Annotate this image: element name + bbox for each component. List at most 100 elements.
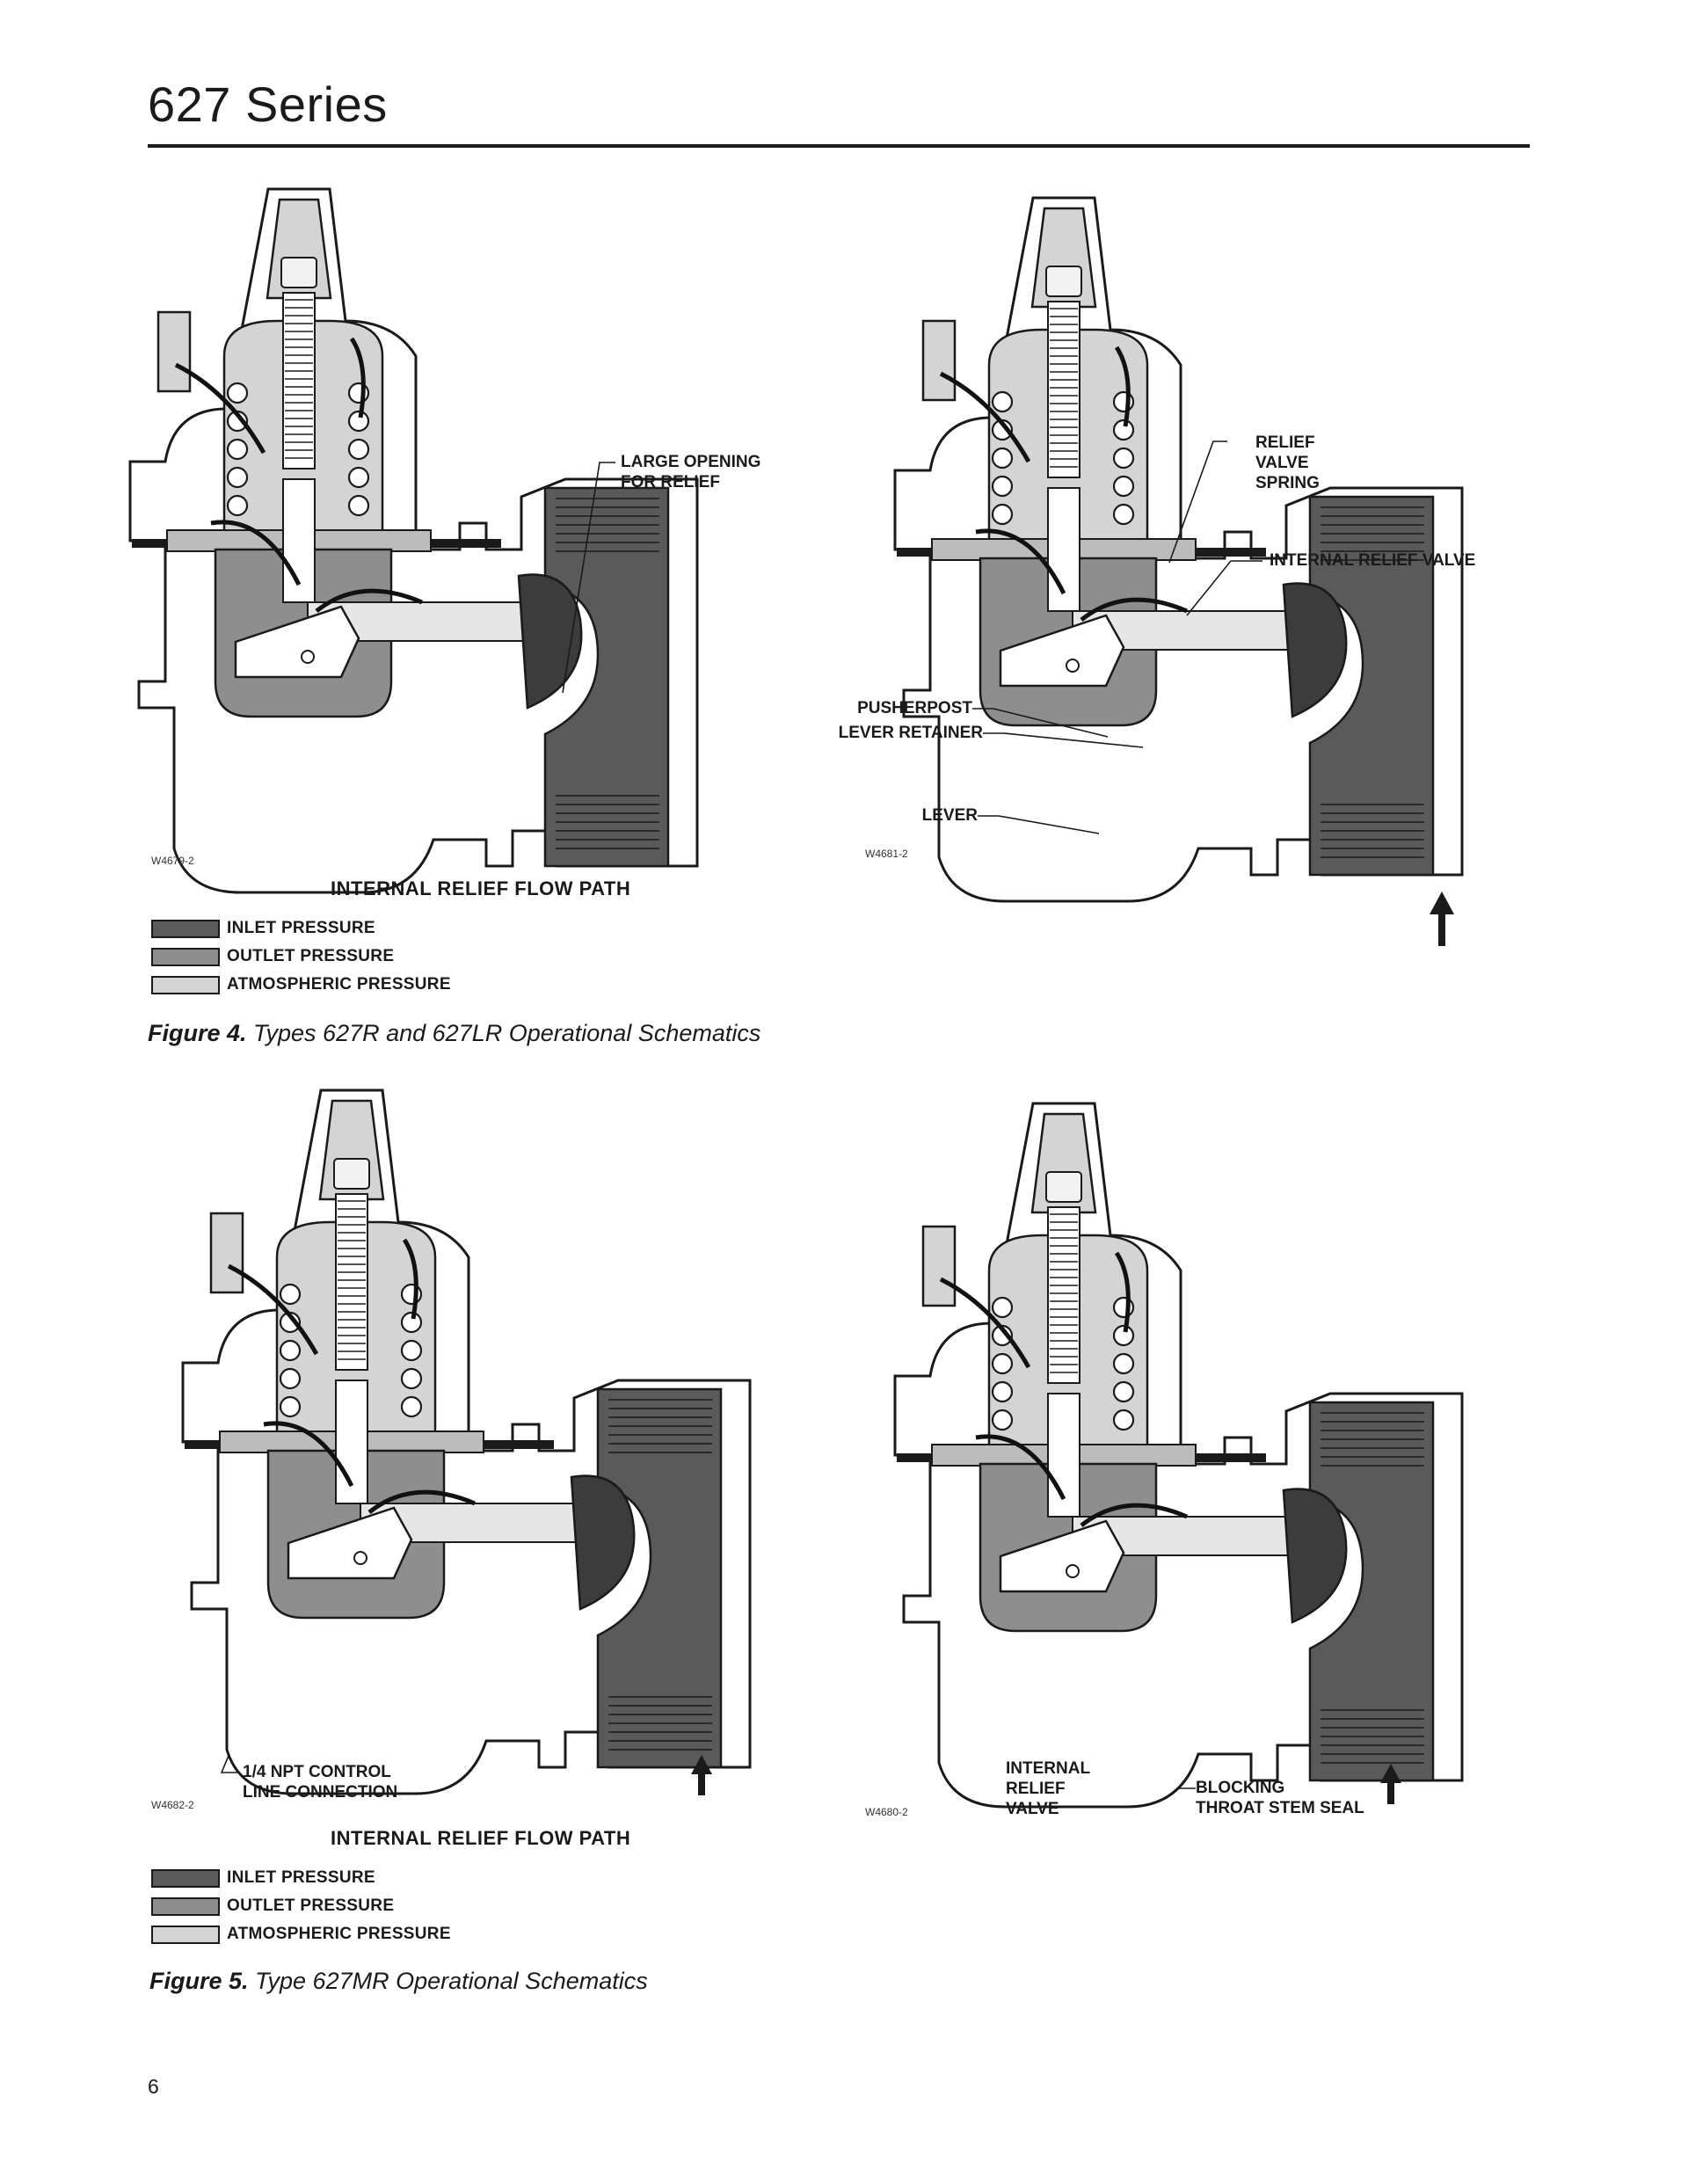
spring-coil — [347, 438, 370, 461]
legend-item-outlet: OUTLET PRESSURE — [151, 943, 451, 971]
flow-arrow — [227, 1263, 319, 1356]
flow-arrow — [367, 1489, 476, 1514]
figure-id: W4682-2 — [151, 1799, 194, 1811]
callout-internal-relief-valve: INTERNAL RELIEF VALVE — [1270, 551, 1476, 570]
adjusting-nut — [1045, 1171, 1082, 1203]
spring-coil — [279, 1367, 302, 1390]
valve-disk — [1282, 1488, 1348, 1624]
lever — [999, 614, 1125, 688]
pressure-legend: INLET PRESSURE OUTLET PRESSURE ATMOSPHER… — [151, 914, 451, 999]
spring-coil — [991, 447, 1014, 470]
lever-pin — [353, 1551, 367, 1565]
legend-item-outlet: OUTLET PRESSURE — [151, 1892, 451, 1920]
spring-coil — [1112, 419, 1135, 441]
spring-coil — [279, 1339, 302, 1362]
flow-arrow — [402, 1238, 418, 1320]
regulator-diagram-627lr — [893, 196, 1464, 903]
flow-arrow — [210, 520, 302, 586]
spring-coil — [279, 1395, 302, 1418]
spring-coil — [400, 1339, 423, 1362]
legend-label: INLET PRESSURE — [227, 1868, 375, 1887]
callout-lever: LEVER — [921, 806, 978, 825]
page-title: 627 Series — [148, 76, 388, 132]
callout-internal-relief-valve: INTERNAL RELIEF VALVE — [1006, 1759, 1091, 1818]
spring-coil — [1112, 503, 1135, 526]
valve-disk — [570, 1474, 636, 1611]
spring-coil — [279, 1283, 302, 1306]
figure-id: W4681-2 — [865, 848, 908, 860]
spring-coil — [1112, 475, 1135, 498]
caption-label: Figure 5. — [149, 1968, 249, 1994]
callout-blocking-seal: BLOCKING THROAT STEM SEAL — [1196, 1779, 1364, 1817]
legend-label: OUTLET PRESSURE — [227, 1896, 395, 1915]
lever-pin — [1066, 659, 1080, 673]
callout-control-line: 1/4 NPT CONTROL LINE CONNECTION — [243, 1763, 398, 1802]
legend-label: INLET PRESSURE — [227, 919, 375, 937]
spring-coil — [991, 503, 1014, 526]
figure-id: W4680-2 — [865, 1806, 908, 1818]
adjusting-screw — [1047, 1206, 1080, 1384]
spring-coil — [226, 382, 249, 404]
legend-item-inlet: INLET PRESSURE — [151, 1864, 451, 1892]
flow-arrow — [1114, 1251, 1131, 1333]
regulator-diagram-627mr-seal — [893, 1102, 1464, 1809]
callout-lever-retainer: LEVER RETAINER — [838, 724, 983, 742]
flow-arrow — [263, 1421, 354, 1488]
lever — [287, 1506, 413, 1580]
flow-arrow — [315, 588, 423, 613]
legend-item-inlet: INLET PRESSURE — [151, 914, 451, 943]
adjusting-screw — [335, 1193, 368, 1371]
inlet-flow-arrow — [1430, 892, 1454, 946]
flow-path-title: INTERNAL RELIEF FLOW PATH — [331, 1827, 631, 1849]
regulator-schematic — [893, 1102, 1464, 1809]
lever — [234, 605, 360, 679]
flow-path-title: INTERNAL RELIEF FLOW PATH — [331, 877, 631, 899]
spring-coil — [226, 466, 249, 489]
callout-relief-valve-spring: RELIEF VALVE SPRING — [1255, 433, 1320, 492]
caption-text: Type 627MR Operational Schematics — [248, 1968, 648, 1994]
vent-screen — [921, 1225, 957, 1307]
regulator-diagram-627mr-relief — [181, 1088, 752, 1795]
legend-swatch-outlet — [151, 1896, 220, 1916]
spring-coil — [991, 390, 1014, 413]
adjusting-nut — [280, 257, 317, 288]
inlet-flow-arrow — [1380, 1764, 1401, 1804]
spring-coil — [226, 494, 249, 517]
spring-coil — [1112, 1352, 1135, 1375]
flow-arrow — [975, 1434, 1066, 1501]
legend-swatch-inlet — [151, 919, 220, 938]
spring-coil — [1112, 1380, 1135, 1403]
flow-arrow — [1080, 1503, 1188, 1527]
pressure-legend: INLET PRESSURE OUTLET PRESSURE ATMOSPHER… — [151, 1864, 451, 1948]
legend-label: OUTLET PRESSURE — [227, 947, 395, 965]
title-rule — [148, 144, 1530, 148]
legend-label: ATMOSPHERIC PRESSURE — [227, 975, 451, 994]
regulator-schematic — [893, 196, 1464, 903]
spring-coil — [991, 1352, 1014, 1375]
valve-disk — [1282, 582, 1348, 718]
legend-item-atmospheric: ATMOSPHERIC PRESSURE — [151, 971, 451, 999]
legend-swatch-inlet — [151, 1868, 220, 1888]
spring-coil — [226, 438, 249, 461]
flow-arrow — [1114, 346, 1131, 427]
spring-coil — [347, 410, 370, 433]
vent-screen — [921, 319, 957, 402]
flow-arrow — [1080, 597, 1188, 622]
flow-arrow — [939, 1277, 1031, 1369]
spring-coil — [347, 494, 370, 517]
adjusting-nut — [1045, 266, 1082, 297]
regulator-schematic — [181, 1088, 752, 1795]
figure-caption: Figure 5. Type 627MR Operational Schemat… — [149, 1968, 648, 1995]
legend-label: ATMOSPHERIC PRESSURE — [227, 1925, 451, 1943]
spring-coil — [1112, 1409, 1135, 1431]
lever — [999, 1519, 1125, 1593]
legend-swatch-outlet — [151, 947, 220, 966]
legend-item-atmospheric: ATMOSPHERIC PRESSURE — [151, 1920, 451, 1948]
legend-swatch-atmospheric — [151, 975, 220, 994]
spring-coil — [991, 1380, 1014, 1403]
caption-text: Types 627R and 627LR Operational Schemat… — [246, 1020, 761, 1046]
spring-coil — [991, 1296, 1014, 1319]
flow-arrow — [975, 528, 1066, 595]
callout-large-opening: LARGE OPENING FOR RELIEF — [621, 453, 761, 491]
lever-pin — [301, 650, 315, 664]
